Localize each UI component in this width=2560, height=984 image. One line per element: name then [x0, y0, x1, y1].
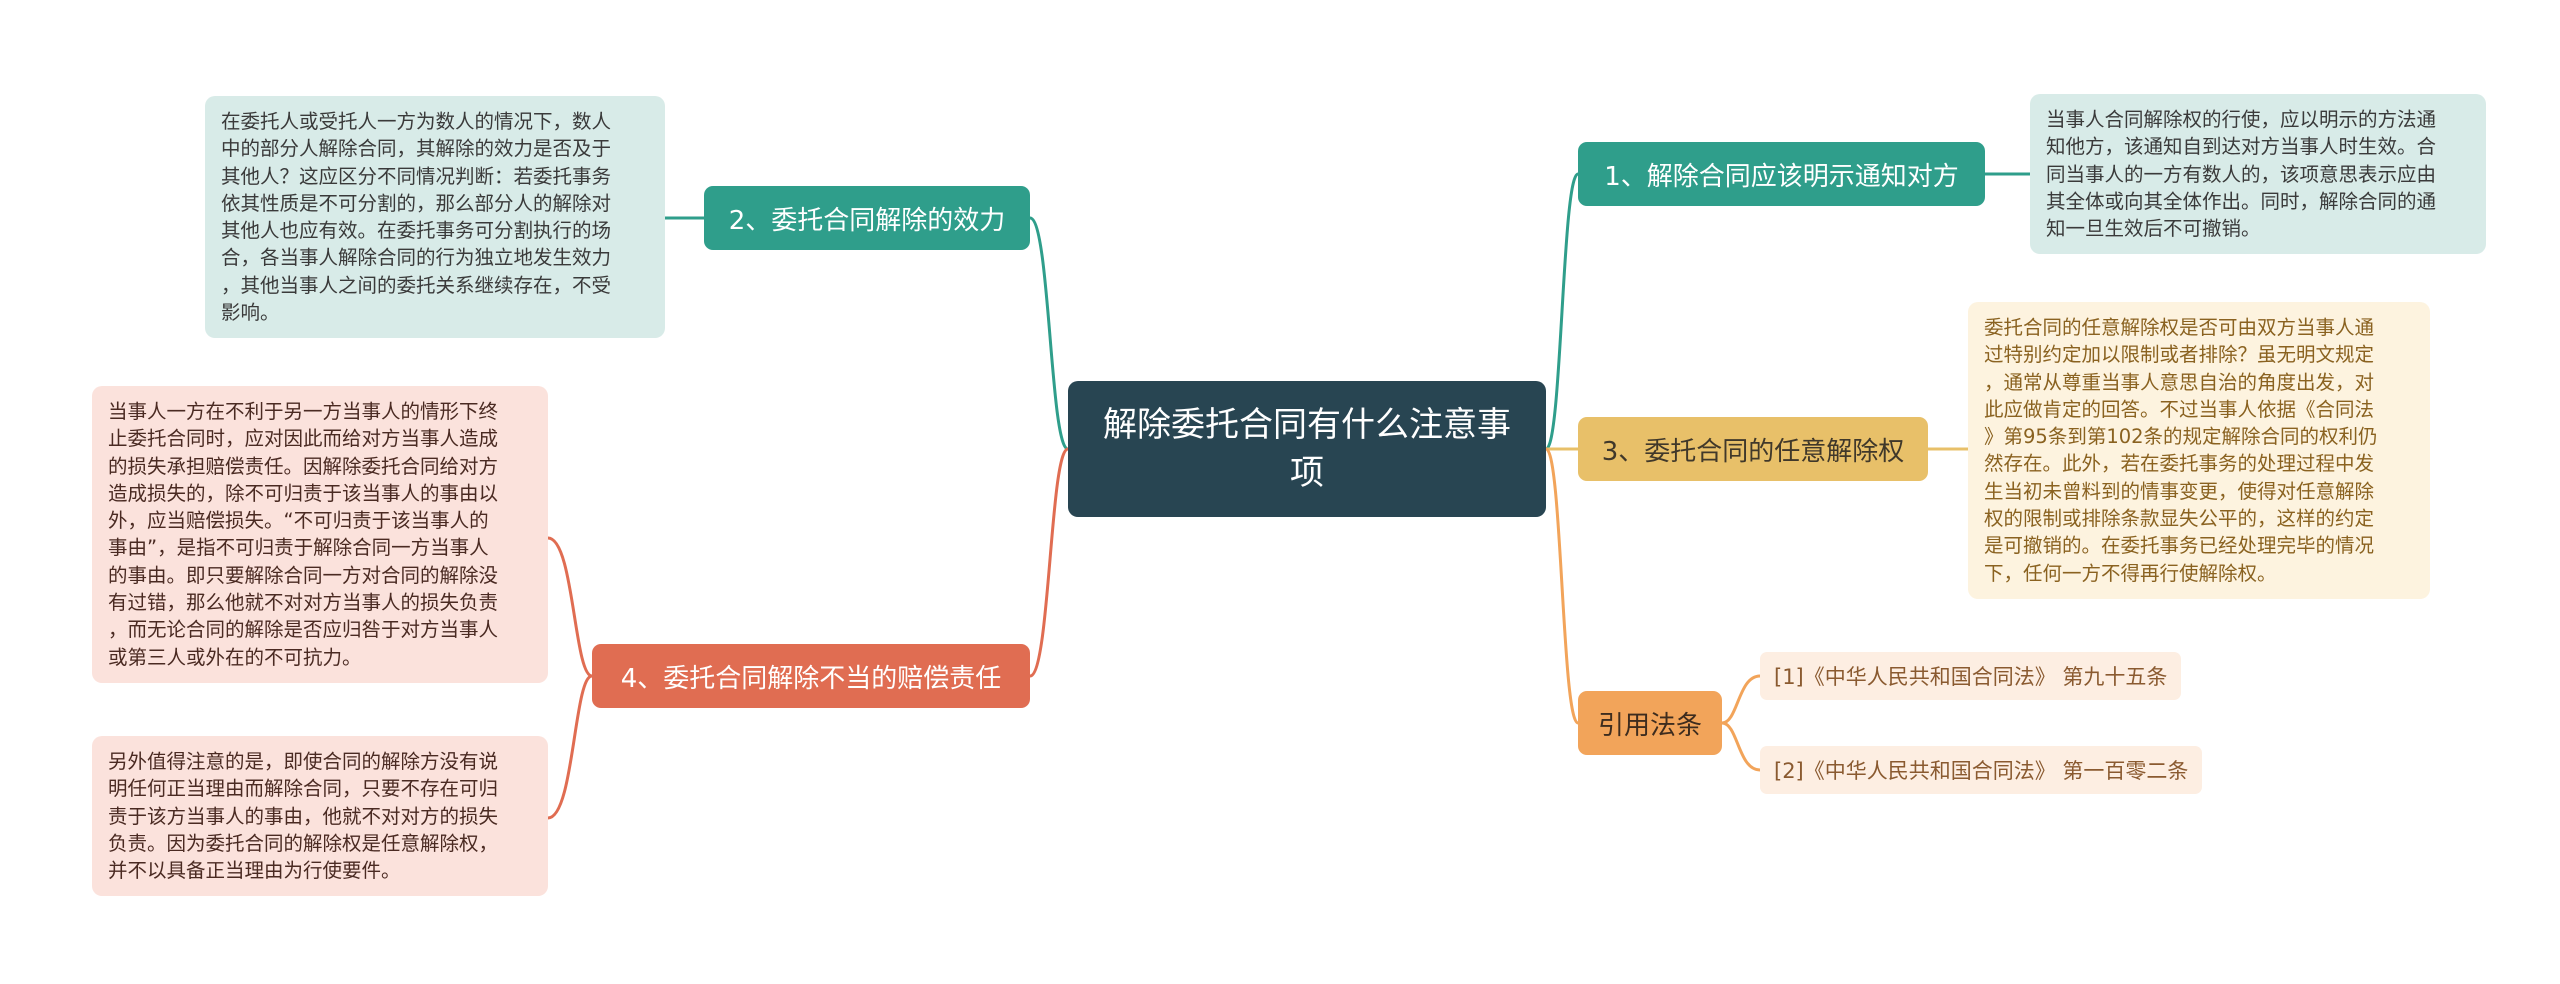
link-b1 [1544, 172, 1580, 451]
note-termination-effect: 在委托人或受托人一方为数人的情况下，数人 中的部分人解除合同，其解除的效力是否及… [205, 96, 665, 339]
link-b5 [1544, 447, 1580, 725]
link-b5-ref2 [1721, 721, 1761, 772]
link-b4-note2 [547, 674, 593, 820]
ref-statute-102[interactable]: [2]《中华人民共和国合同法》 第一百零二条 [1760, 746, 2203, 794]
ref-statute-95[interactable]: [1]《中华人民共和国合同法》 第九十五条 [1760, 652, 2182, 700]
link-b5-ref1 [1721, 674, 1761, 725]
branch-termination-effect[interactable]: 2、委托合同解除的效力 [704, 186, 1030, 250]
branch-cited-statutes[interactable]: 引用法条 [1578, 691, 1722, 755]
note-compensation-liability-2: 另外值得注意的是，即使合同的解除方没有说 明任何正当理由而解除合同，只要不存在可… [92, 736, 548, 897]
note-arbitrary-termination: 委托合同的任意解除权是否可由双方当事人通 过特别约定加以限制或者排除？虽无明文规… [1968, 302, 2430, 599]
branch-notify-counterparty[interactable]: 1、解除合同应该明示通知对方 [1578, 142, 1985, 206]
link-b4 [1029, 447, 1069, 678]
note-notify-counterparty: 当事人合同解除权的行使，应以明示的方法通 知他方，该通知自到达对方当事人时生效。… [2030, 94, 2486, 255]
branch-arbitrary-termination[interactable]: 3、委托合同的任意解除权 [1578, 417, 1928, 481]
central-topic[interactable]: 解除委托合同有什么注意事项 [1068, 381, 1546, 517]
note-compensation-liability-1: 当事人一方在不利于另一方当事人的情形下终 止委托合同时，应对因此而给对方当事人造… [92, 386, 548, 683]
branch-compensation-liability[interactable]: 4、委托合同解除不当的赔偿责任 [592, 644, 1030, 708]
link-b4-note1 [547, 536, 593, 678]
link-b2 [1029, 216, 1070, 451]
